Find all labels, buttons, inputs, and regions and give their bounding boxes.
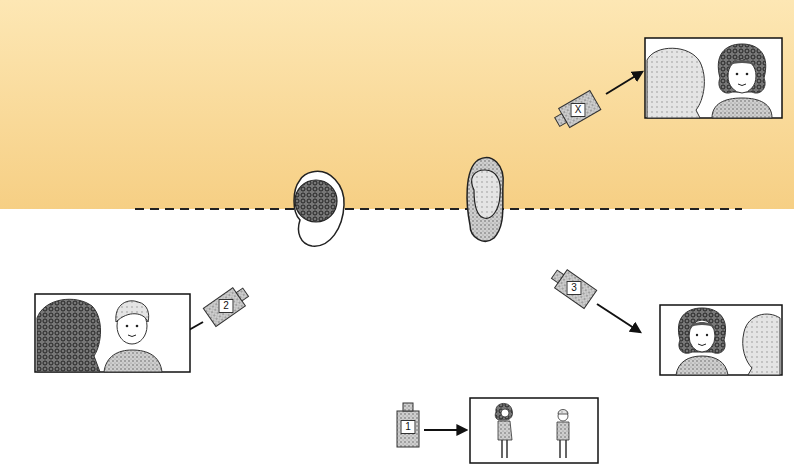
callout-number: 2 — [219, 299, 234, 313]
camera-1 — [397, 403, 419, 447]
callout-number: X — [571, 103, 586, 117]
callout-number: 1 — [401, 420, 416, 434]
camera-x — [552, 90, 601, 131]
callout-number: 3 — [567, 281, 582, 295]
frame-x — [645, 38, 782, 118]
camera-3 — [548, 265, 597, 308]
frame-1 — [470, 398, 598, 463]
person-girl-topview — [294, 171, 344, 246]
frame-2 — [35, 294, 190, 372]
frame-3 — [660, 305, 782, 375]
far-side-region — [0, 0, 794, 209]
view-arrows — [166, 72, 642, 430]
person-boy-topview — [467, 158, 503, 242]
camera-2 — [203, 283, 252, 326]
axis-line — [135, 208, 742, 210]
